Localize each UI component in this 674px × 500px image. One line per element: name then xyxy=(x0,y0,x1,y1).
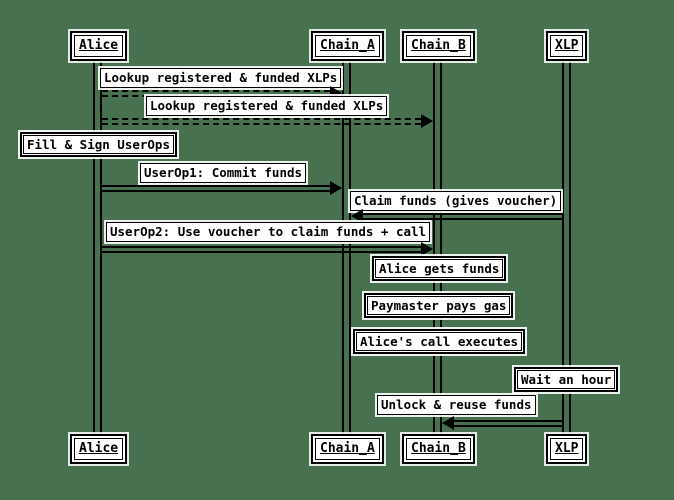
arrowhead-right-icon xyxy=(330,181,342,195)
message-arrow-unlock-reuse xyxy=(454,420,562,427)
note-alice-gets-funds: Alice gets funds xyxy=(372,256,507,281)
note-fill-sign-userops: Fill & Sign UserOps xyxy=(20,132,177,157)
participant-label: Chain_A xyxy=(315,438,380,460)
arrowhead-left-icon xyxy=(442,416,454,430)
arrowhead-right-icon xyxy=(421,114,433,128)
message-arrow-claim-funds xyxy=(363,213,562,220)
participant-label: Alice xyxy=(74,35,124,57)
arrowhead-right-icon xyxy=(421,242,433,256)
lifeline-xlp xyxy=(562,61,571,435)
note-wait-an-hour: Wait an hour xyxy=(514,367,619,392)
note-paymaster-pays-gas: Paymaster pays gas xyxy=(364,293,514,318)
participant-bottom-alice: Alice xyxy=(70,434,128,464)
message-label-userop2: UserOp2: Use voucher to claim funds + ca… xyxy=(106,222,431,242)
message-label-lookup-chain-a: Lookup registered & funded XLPs xyxy=(100,68,342,88)
lifeline-chain-b xyxy=(433,61,442,435)
message-arrow-lookup-chain-b xyxy=(102,118,421,125)
message-label-unlock-reuse: Unlock & reuse funds xyxy=(377,395,536,415)
note-label: Paymaster pays gas xyxy=(367,296,511,315)
participant-top-xlp: XLP xyxy=(546,31,588,61)
participant-top-chain-a: Chain_A xyxy=(311,31,384,61)
arrowhead-left-icon xyxy=(351,209,363,223)
participant-label: XLP xyxy=(550,35,584,57)
message-arrow-userop1 xyxy=(102,185,330,192)
participant-bottom-chain-b: Chain_B xyxy=(402,434,475,464)
participant-label: Alice xyxy=(74,438,124,460)
note-alice-call-executes: Alice's call executes xyxy=(353,329,526,354)
message-arrow-userop2 xyxy=(102,246,421,253)
participant-bottom-chain-a: Chain_A xyxy=(311,434,384,464)
participant-label: Chain_B xyxy=(406,35,471,57)
participant-top-alice: Alice xyxy=(70,31,128,61)
message-label-userop1: UserOp1: Commit funds xyxy=(140,163,307,183)
message-label-lookup-chain-b: Lookup registered & funded XLPs xyxy=(146,96,388,116)
participant-label: XLP xyxy=(550,438,584,460)
message-label-claim-funds: Claim funds (gives voucher) xyxy=(350,191,562,211)
note-label: Alice's call executes xyxy=(356,332,523,351)
participant-top-chain-b: Chain_B xyxy=(402,31,475,61)
note-label: Alice gets funds xyxy=(375,259,504,278)
lifeline-alice xyxy=(93,61,102,435)
participant-bottom-xlp: XLP xyxy=(546,434,588,464)
participant-label: Chain_A xyxy=(315,35,380,57)
lifeline-chain-a xyxy=(342,61,351,435)
note-label: Wait an hour xyxy=(517,370,616,389)
participant-label: Chain_B xyxy=(406,438,471,460)
note-label: Fill & Sign UserOps xyxy=(23,135,174,154)
